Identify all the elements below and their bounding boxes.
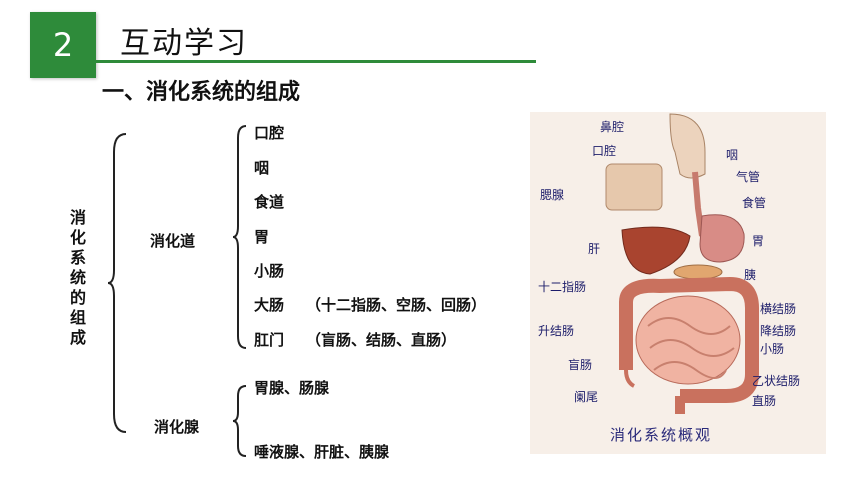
glands-label: 消化腺 xyxy=(154,418,200,436)
title-underline xyxy=(96,60,536,63)
digestive-illustration xyxy=(605,113,759,414)
label-cecum: 盲肠 xyxy=(568,358,593,372)
glands-item-1: 胃腺、肠腺 xyxy=(254,379,330,397)
glands-item-2: 唾液腺、肝脏、胰腺 xyxy=(254,443,390,461)
label-rectum: 直肠 xyxy=(752,394,777,408)
label-appendix: 阑尾 xyxy=(574,390,599,404)
label-small-intestine: 小肠 xyxy=(760,342,785,356)
organ-stomach: 胃 xyxy=(254,228,270,246)
label-pancreas: 胰 xyxy=(744,268,757,282)
organ-mouth: 口腔 xyxy=(254,124,285,142)
root-brace xyxy=(107,133,127,433)
page-title: 互动学习 xyxy=(120,26,248,61)
label-transverse-colon: 横结肠 xyxy=(760,302,797,316)
large-intestine-note: （十二指肠、空肠、回肠） xyxy=(306,296,487,314)
label-descending-colon: 降结肠 xyxy=(760,324,797,338)
section-number-badge: 2 xyxy=(30,12,96,78)
diagram-caption: 消化系统概观 xyxy=(610,426,713,444)
tract-label: 消化道 xyxy=(150,232,196,250)
organ-pharynx: 咽 xyxy=(254,159,270,177)
section-title: 一、消化系统的组成 xyxy=(102,80,301,105)
label-oral-cavity: 口腔 xyxy=(592,144,617,158)
label-stomach: 胃 xyxy=(752,234,765,248)
organ-large-intestine: 大肠 xyxy=(254,296,285,314)
label-duodenum: 十二指肠 xyxy=(538,280,587,294)
organ-small-intestine: 小肠 xyxy=(254,262,285,280)
organ-esophagus: 食道 xyxy=(254,193,285,211)
label-salivary-gland: 腮腺 xyxy=(540,188,565,202)
root-label: 消化系统的组成 xyxy=(69,208,86,347)
label-esophagus: 食管 xyxy=(742,196,767,210)
organ-anus: 肛门 xyxy=(254,331,285,349)
digestive-system-diagram: 鼻腔 口腔 咽 气管 腮腺 食管 胃 肝 胰 十二指肠 横结肠 升结肠 降结肠 … xyxy=(530,112,826,454)
label-pharynx: 咽 xyxy=(726,148,739,162)
label-nasal-cavity: 鼻腔 xyxy=(600,120,625,134)
label-sigmoid-colon: 乙状结肠 xyxy=(752,374,801,388)
tract-brace xyxy=(232,125,247,349)
glands-brace xyxy=(232,385,247,457)
label-ascending-colon: 升结肠 xyxy=(538,324,575,338)
label-liver: 肝 xyxy=(588,242,601,256)
label-trachea: 气管 xyxy=(736,170,761,184)
anus-note: （盲肠、结肠、直肠） xyxy=(306,331,457,349)
